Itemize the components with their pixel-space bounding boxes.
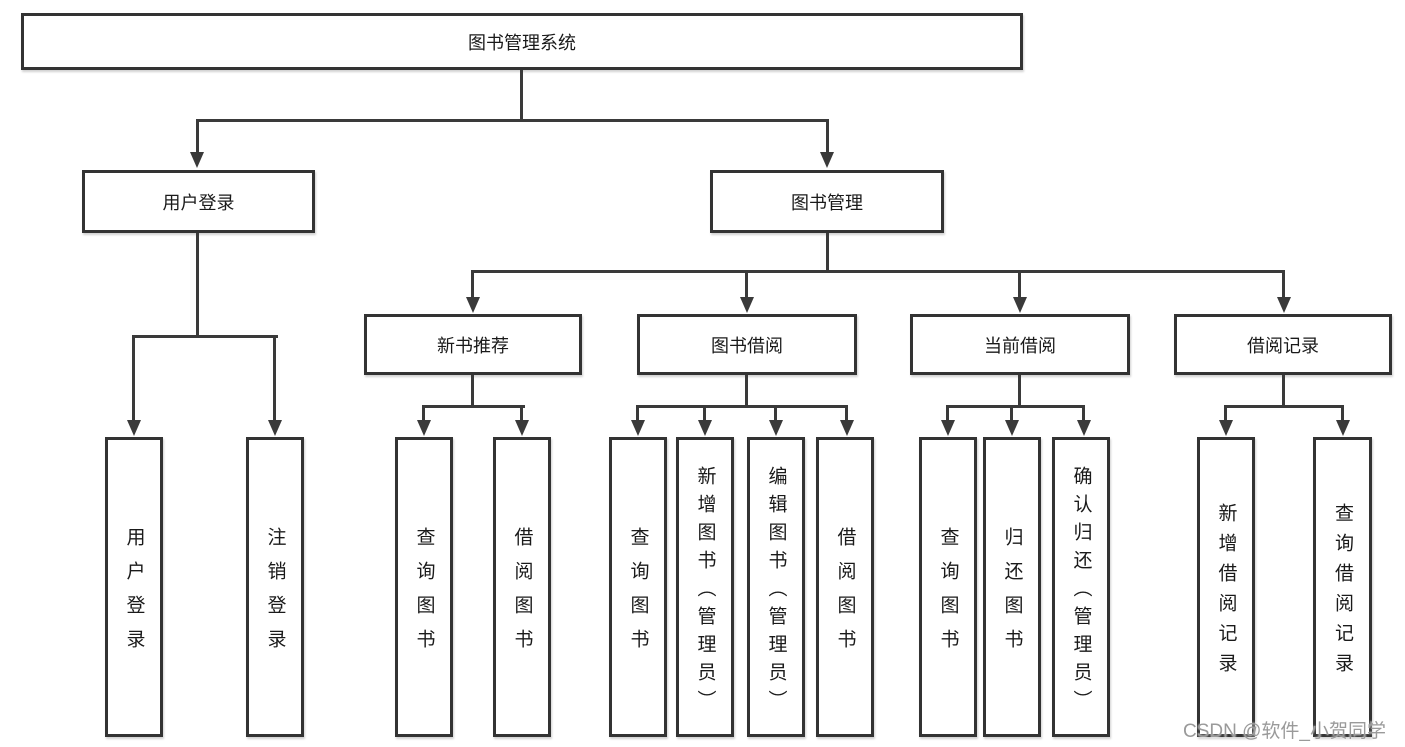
arrowhead-br-add bbox=[1219, 420, 1233, 436]
leaf-cb-confirm-return: 确认归还（管理员） bbox=[1052, 437, 1110, 737]
connector-bm-stem bbox=[826, 233, 829, 271]
leaf-bb-add-book-label: 新增图书（管理员） bbox=[694, 465, 716, 718]
connector-root-stem bbox=[520, 70, 523, 120]
leaf-br-query-record: 查询借阅记录 bbox=[1313, 437, 1372, 737]
leaf-nb-borrow-book: 借阅图书 bbox=[493, 437, 551, 737]
leaf-bb-borrow-book: 借阅图书 bbox=[816, 437, 874, 737]
connector-bm-drop1 bbox=[471, 270, 474, 298]
connector-bb-drop4 bbox=[845, 405, 848, 421]
connector-ul-drop2 bbox=[273, 335, 276, 421]
leaf-cb-return-book-label: 归还图书 bbox=[1001, 526, 1023, 663]
arrowhead-ul-logout bbox=[268, 420, 282, 436]
connector-br-drop2 bbox=[1341, 405, 1344, 421]
node-root: 图书管理系统 bbox=[21, 13, 1023, 70]
arrowhead-bb-query bbox=[631, 420, 645, 436]
connector-bb-drop3 bbox=[774, 405, 777, 421]
connector-nb-drop1 bbox=[422, 405, 425, 421]
connector-bb-drop1 bbox=[636, 405, 639, 421]
leaf-br-add-record-label: 新增借阅记录 bbox=[1215, 502, 1237, 683]
arrowhead-nb-query bbox=[417, 420, 431, 436]
connector-br-stem bbox=[1282, 375, 1285, 408]
csdn-watermark: CSDN @软件_小贺同学 bbox=[1183, 721, 1386, 742]
leaf-logout: 注销登录 bbox=[246, 437, 304, 737]
connector-nb-rail bbox=[422, 405, 525, 408]
leaf-cb-query-book: 查询图书 bbox=[919, 437, 977, 737]
leaf-cb-confirm-return-label: 确认归还（管理员） bbox=[1070, 465, 1092, 718]
leaf-cb-return-book: 归还图书 bbox=[983, 437, 1041, 737]
connector-bb-stem bbox=[745, 375, 748, 408]
arrowhead-cb-confirm bbox=[1077, 420, 1091, 436]
arrowhead-user-login bbox=[190, 152, 204, 168]
leaf-bb-query-book: 查询图书 bbox=[609, 437, 667, 737]
node-current-borrow-label: 当前借阅 bbox=[984, 335, 1056, 356]
connector-bb-drop2 bbox=[703, 405, 706, 421]
arrowhead-borrow-record bbox=[1277, 297, 1291, 313]
connector-nb-drop2 bbox=[520, 405, 523, 421]
arrowhead-cb-return bbox=[1005, 420, 1019, 436]
node-borrow-record: 借阅记录 bbox=[1174, 314, 1392, 375]
connector-cb-rail bbox=[946, 405, 1085, 408]
leaf-br-query-record-label: 查询借阅记录 bbox=[1332, 502, 1353, 683]
leaf-br-add-record: 新增借阅记录 bbox=[1197, 437, 1255, 737]
leaf-bb-edit-book-label: 编辑图书（管理员） bbox=[765, 465, 787, 718]
arrowhead-book-borrow bbox=[740, 297, 754, 313]
connector-bm-rail bbox=[471, 270, 1285, 273]
connector-ul-rail bbox=[132, 335, 278, 338]
connector-cb-stem bbox=[1018, 375, 1021, 408]
connector-ul-drop1 bbox=[132, 335, 135, 421]
leaf-nb-borrow-book-label: 借阅图书 bbox=[511, 526, 533, 663]
leaf-user-login-label: 用户登录 bbox=[123, 526, 145, 663]
leaf-bb-edit-book: 编辑图书（管理员） bbox=[747, 437, 805, 737]
node-new-book-rec-label: 新书推荐 bbox=[437, 335, 509, 356]
connector-root-drop-left bbox=[196, 119, 199, 153]
arrowhead-bb-edit bbox=[769, 420, 783, 436]
node-new-book-rec: 新书推荐 bbox=[364, 314, 582, 375]
connector-bm-drop3 bbox=[1018, 270, 1021, 298]
connector-cb-drop1 bbox=[946, 405, 949, 421]
connector-cb-drop3 bbox=[1082, 405, 1085, 421]
node-book-borrow: 图书借阅 bbox=[637, 314, 857, 375]
arrowhead-new-book-rec bbox=[466, 297, 480, 313]
leaf-cb-query-book-label: 查询图书 bbox=[937, 526, 959, 663]
connector-ul-stem bbox=[196, 233, 199, 335]
node-root-label: 图书管理系统 bbox=[468, 32, 576, 53]
leaf-user-login: 用户登录 bbox=[105, 437, 163, 737]
connector-br-drop1 bbox=[1224, 405, 1227, 421]
node-book-mgmt-label: 图书管理 bbox=[791, 192, 863, 213]
leaf-nb-query-book-label: 查询图书 bbox=[413, 526, 435, 663]
node-book-mgmt: 图书管理 bbox=[710, 170, 944, 233]
connector-nb-stem bbox=[471, 375, 474, 408]
arrowhead-ul-user-login bbox=[127, 420, 141, 436]
connector-cb-drop2 bbox=[1010, 405, 1013, 421]
arrowhead-current-borrow bbox=[1013, 297, 1027, 313]
connector-bm-drop2 bbox=[745, 270, 748, 298]
leaf-nb-query-book: 查询图书 bbox=[395, 437, 453, 737]
node-book-borrow-label: 图书借阅 bbox=[711, 335, 783, 356]
arrowhead-book-mgmt bbox=[820, 152, 834, 168]
node-current-borrow: 当前借阅 bbox=[910, 314, 1130, 375]
leaf-bb-add-book: 新增图书（管理员） bbox=[676, 437, 734, 737]
arrowhead-br-query bbox=[1336, 420, 1350, 436]
connector-br-rail bbox=[1224, 405, 1344, 408]
node-user-login-label: 用户登录 bbox=[162, 192, 235, 213]
connector-bb-rail bbox=[636, 405, 848, 408]
leaf-bb-borrow-book-label: 借阅图书 bbox=[834, 526, 856, 663]
arrowhead-bb-add bbox=[698, 420, 712, 436]
node-user-login: 用户登录 bbox=[82, 170, 315, 233]
node-borrow-record-label: 借阅记录 bbox=[1247, 335, 1319, 356]
arrowhead-bb-borrow bbox=[840, 420, 854, 436]
connector-root-drop-right bbox=[826, 119, 829, 153]
leaf-bb-query-book-label: 查询图书 bbox=[627, 526, 649, 663]
arrowhead-nb-borrow bbox=[515, 420, 529, 436]
connector-root-rail bbox=[196, 119, 829, 122]
connector-bm-drop4 bbox=[1282, 270, 1285, 298]
arrowhead-cb-query bbox=[941, 420, 955, 436]
leaf-logout-label: 注销登录 bbox=[264, 526, 286, 663]
